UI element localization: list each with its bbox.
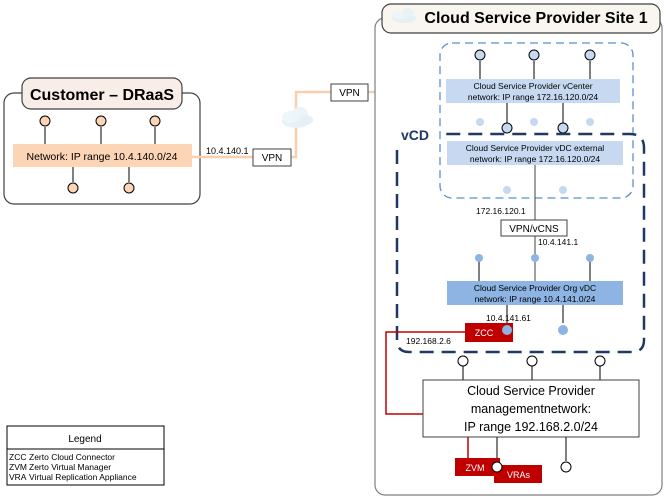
vdc-external-network-bar [447, 141, 623, 165]
zvm-label: ZVM [466, 463, 485, 473]
mgmt-node-icon [560, 461, 572, 473]
zcc-node-icon [502, 325, 512, 335]
vm-dot-icon [530, 118, 538, 126]
org-node-icon [475, 254, 483, 262]
provider-title-box [381, 3, 661, 34]
mgmt-line1: Cloud Service Provider [467, 384, 595, 398]
vm-dot-icon [586, 118, 594, 126]
mgmt-connectors [462, 365, 601, 461]
org-vdc-line2: network: IP range 10.4.141.0/24 [475, 294, 596, 304]
mgmt-node-icon [594, 355, 606, 367]
customer-gateway-ip: 10.4.140.1 [206, 146, 249, 156]
zvm-box [455, 458, 500, 476]
customer-title: Customer – DRaaS [30, 87, 174, 104]
vm-dot-icon [476, 118, 484, 126]
vcenter-network-bar [446, 79, 620, 103]
mgmt-network-box [422, 379, 640, 438]
mgmt-line2: managementnetwork: [471, 402, 591, 416]
customer-vpn-box [252, 148, 292, 167]
legend-abbr: VRA [9, 472, 27, 482]
zcc-ip: 10.4.141.61 [486, 313, 531, 323]
provider-title: Cloud Service Provider Site 1 [424, 10, 647, 27]
zcc-label: ZCC [475, 328, 494, 338]
internet-vpn-label: VPN [339, 88, 360, 99]
vcenter-connectors [479, 61, 591, 124]
legend: Legend ZCC Zerto Cloud Connector ZVM Zer… [6, 425, 165, 486]
vdc-external-line1: Cloud Service Provider vDC external [466, 143, 605, 153]
external-ip: 172.16.120.1 [476, 206, 526, 216]
org-vdc-line1: Cloud Service Provider Org vDC [474, 283, 596, 293]
legend-abbr: ZVM [9, 462, 27, 472]
zcc-box [465, 323, 513, 342]
vcns-box [500, 219, 568, 237]
customer-node-icon [123, 182, 135, 194]
vcenter-network-line2: network: IP range 172.16.120.0/24 [468, 92, 599, 102]
vcns-label: VPN/vCNS [509, 224, 559, 235]
zcc-mgmt-ip: 192.168.2.6 [406, 336, 451, 346]
customer-node-icon [149, 115, 161, 127]
cloud-icon [282, 107, 313, 128]
vras-box [494, 465, 542, 483]
org-node-icon [558, 325, 568, 335]
vdc-external-line2: network: IP range 172.16.120.0/24 [470, 154, 601, 164]
legend-desc: Zerto Cloud Connector [29, 452, 115, 462]
org-node-icon [586, 254, 594, 262]
vm-dot-icon [503, 186, 511, 194]
customer-network-bar [13, 144, 192, 167]
zvm-node-icon [491, 461, 503, 473]
cloud-icon [392, 8, 416, 23]
vcenter-node-icon [501, 122, 513, 134]
customer-network-label: Network: IP range 10.4.140.0/24 [27, 151, 178, 163]
customer-node-icon [95, 115, 107, 127]
org-gateway-ip: 10.4.141.1 [538, 237, 578, 247]
customer-title-box [21, 77, 183, 110]
mgmt-line3: IP range 192.168.2.0/24 [464, 420, 598, 434]
customer-node-icon [39, 115, 51, 127]
vcenter-node-icon [557, 122, 569, 134]
internet-vpn-box [330, 83, 369, 102]
vras-label: VRAs [507, 470, 531, 480]
mgmt-node-icon [526, 355, 538, 367]
legend-desc: Zerto Virtual Manager [29, 462, 111, 472]
vcenter-network-line1: Cloud Service Provider vCenter [473, 81, 592, 91]
org-node-icon [531, 254, 539, 262]
vcenter-zone [439, 42, 634, 199]
mgmt-node-icon [457, 355, 469, 367]
legend-box [6, 425, 165, 486]
legend-abbr: ZCC [9, 452, 26, 462]
vcenter-node-icon [584, 49, 596, 61]
provider-site: Cloud Service Provider Site 1 [374, 3, 663, 496]
legend-title: Legend [68, 434, 101, 445]
customer-vpn-label: VPN [262, 153, 283, 164]
vcenter-node-icon [474, 49, 486, 61]
customer-node-icon [67, 182, 79, 194]
legend-desc: Virtual Replication Appliance [29, 472, 137, 482]
vm-dot-icon [559, 186, 567, 194]
customer-top-nodes [44, 127, 156, 182]
vcenter-node-icon [528, 49, 540, 61]
vcd-zone [395, 132, 646, 354]
org-vdc-network-bar [447, 281, 623, 305]
customer-site: Customer – DRaaS Network: IP range 10.4.… [3, 77, 201, 205]
vcd-label: vCD [401, 127, 429, 143]
